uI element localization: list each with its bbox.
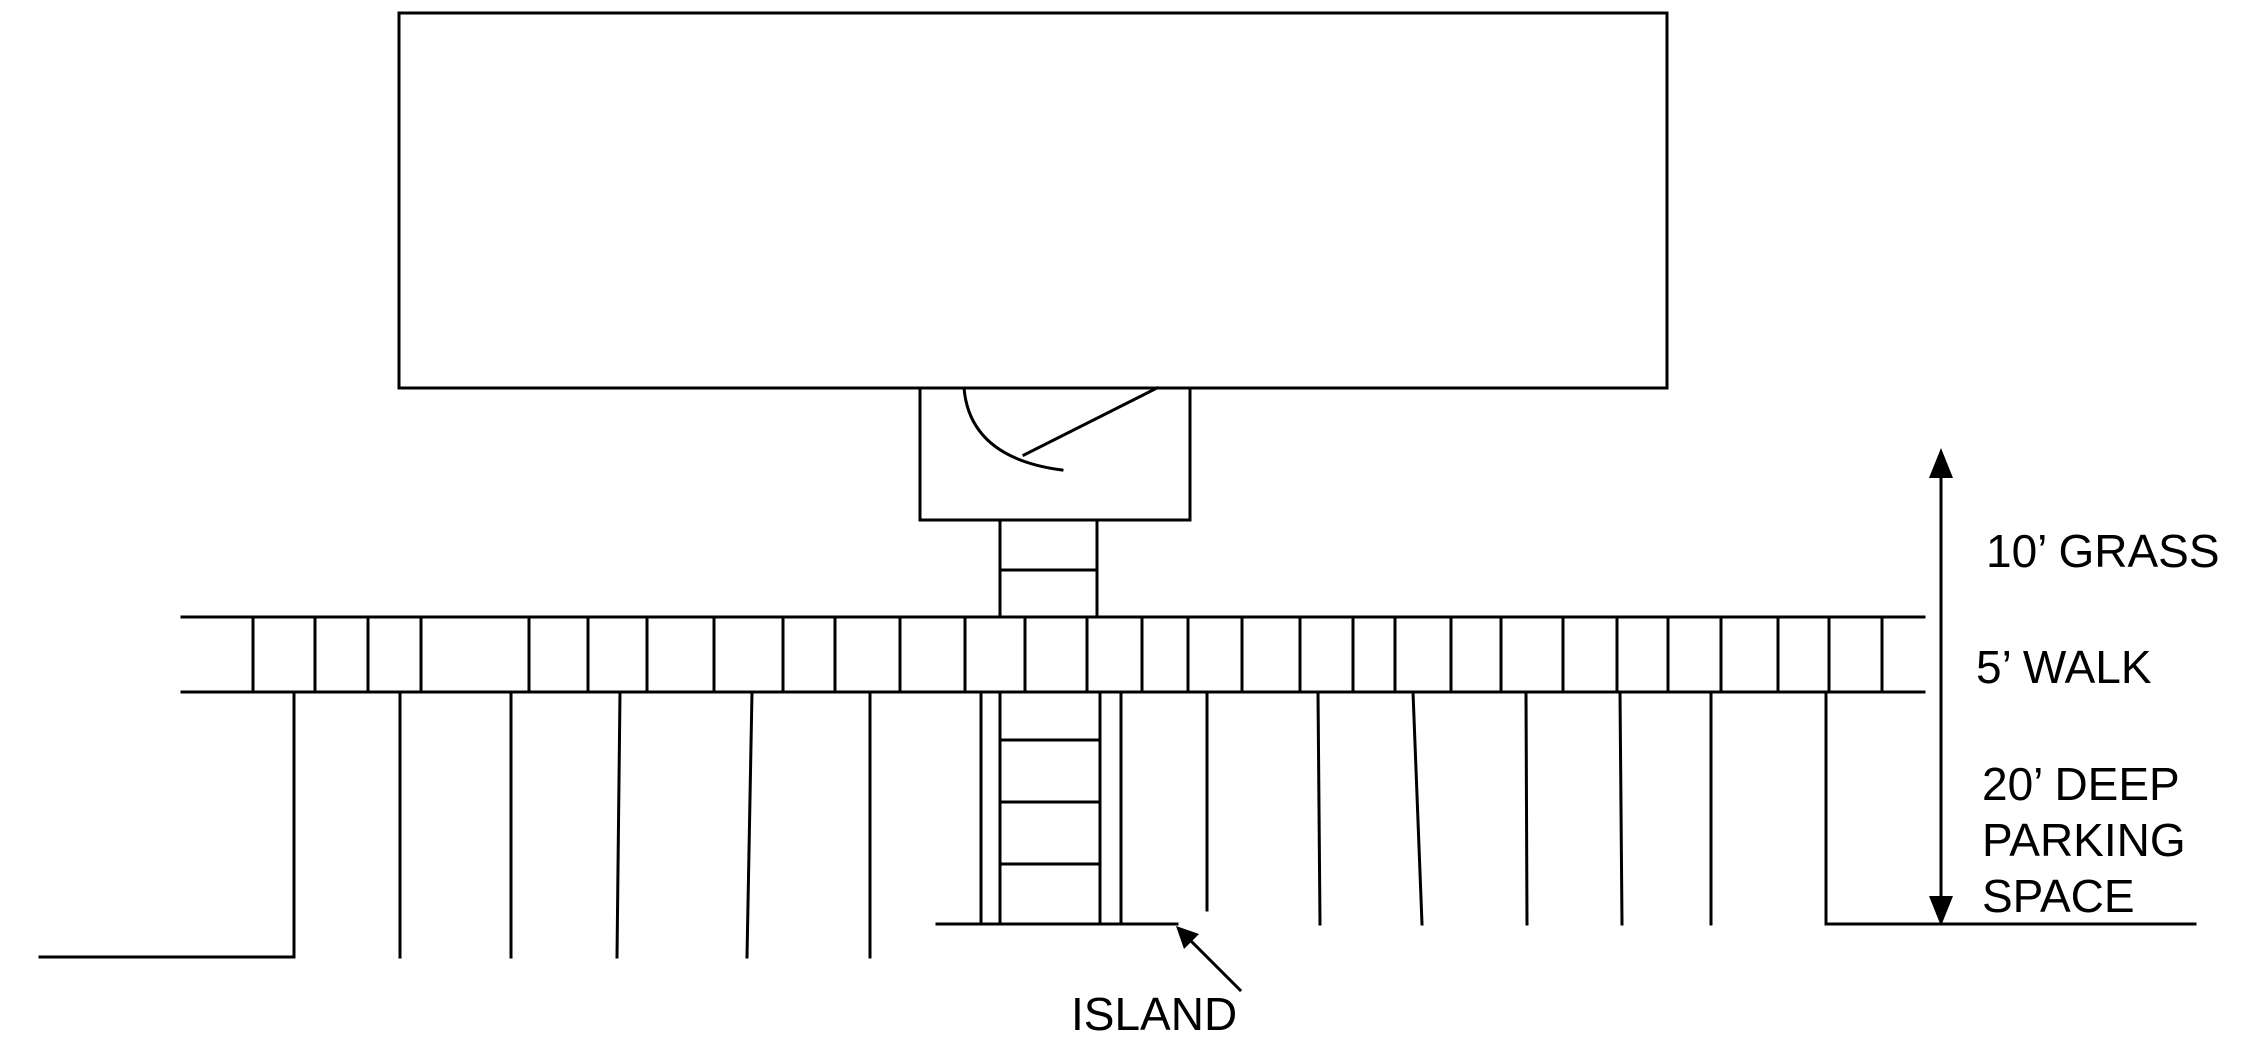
parking-label-line-2: PARKING [1982, 814, 2186, 866]
parking-label-line-1: 20’ DEEP [1982, 758, 2180, 810]
entrance-vestibule [918, 385, 1192, 522]
stall-lines [398, 690, 1713, 959]
parking-stalls [38, 690, 2197, 959]
walk-joints [251, 615, 1884, 694]
dimension-arrow [1929, 448, 1953, 926]
grass-label: 10’ GRASS [1986, 525, 2220, 577]
island-label: ISLAND [1071, 988, 1237, 1040]
parking-label-line-3: SPACE [1982, 870, 2135, 922]
right-curb [1824, 690, 2197, 926]
island-leader [1176, 926, 1243, 993]
walk-label: 5’ WALK [1976, 641, 2152, 693]
door-leaf [1021, 385, 1160, 458]
door-swing-arc [962, 386, 1064, 472]
entry-path [998, 518, 1099, 619]
island [935, 690, 1179, 926]
left-curb [38, 690, 296, 959]
arrow-head-down-icon [1929, 896, 1953, 926]
sidewalk [180, 615, 1926, 694]
building [397, 11, 1669, 390]
arrow-head-up-icon [1929, 448, 1953, 478]
leader-arrow-head-icon [1176, 926, 1199, 949]
